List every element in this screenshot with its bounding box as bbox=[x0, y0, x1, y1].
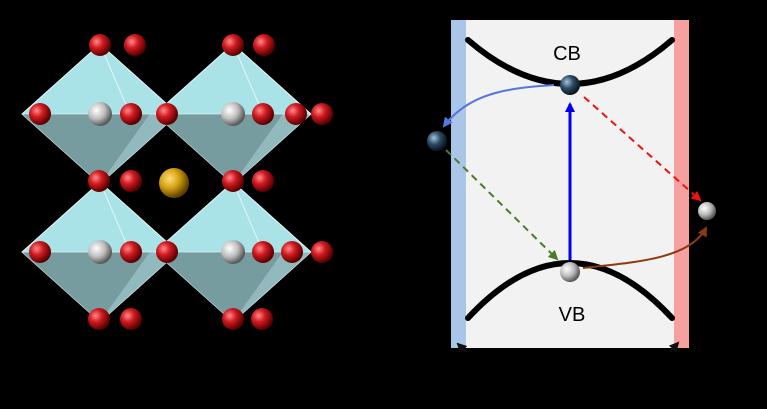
left-contact-layer bbox=[451, 20, 466, 348]
excited-electron bbox=[560, 75, 580, 95]
octahedron-shadow-facet bbox=[155, 114, 283, 184]
octahedron-side-facet bbox=[233, 252, 311, 322]
conduction-band-label: CB bbox=[553, 43, 581, 65]
oxygen-atom bbox=[222, 34, 244, 56]
oxygen-atom bbox=[253, 34, 275, 56]
oxygen-atom bbox=[252, 170, 274, 192]
oxygen-atom bbox=[311, 103, 333, 125]
octahedron-shadow-facet bbox=[22, 114, 150, 184]
oxygen-atom bbox=[89, 34, 111, 56]
right-contact-layer bbox=[674, 20, 689, 348]
octahedron-shadow-facet bbox=[155, 252, 283, 322]
octahedron-side-facet bbox=[100, 114, 178, 184]
octahedron-edge bbox=[99, 43, 131, 115]
oxygen-atom bbox=[281, 241, 303, 263]
octahedron-edge bbox=[232, 181, 264, 253]
octahedron-edge bbox=[232, 43, 264, 115]
oxygen-atom bbox=[120, 308, 142, 330]
oxygen-atom bbox=[285, 103, 307, 125]
valence-band-label: VB bbox=[559, 304, 586, 326]
octahedron-side-facet bbox=[233, 114, 311, 184]
oxygen-atom bbox=[252, 241, 274, 263]
hole-in-valence-band bbox=[560, 262, 580, 282]
oxygen-atom bbox=[156, 241, 178, 263]
hole-extraction-arrow bbox=[582, 226, 707, 269]
oxygen-atom bbox=[222, 170, 244, 192]
electron-extraction-arrow bbox=[442, 84, 555, 128]
oxygen-atom bbox=[222, 308, 244, 330]
oxygen-atom bbox=[124, 34, 146, 56]
oxygen-atom bbox=[88, 170, 110, 192]
oxygen-atom bbox=[120, 103, 142, 125]
oxygen-atom bbox=[29, 103, 51, 125]
band-diagram: CB VB bbox=[427, 20, 716, 354]
perovskite-structure bbox=[21, 34, 333, 330]
a-site-atom bbox=[159, 168, 189, 198]
oxygen-atom bbox=[251, 308, 273, 330]
electron-recombination-arrow bbox=[445, 149, 559, 261]
b-site-atom bbox=[88, 240, 112, 264]
octahedron-edge bbox=[99, 181, 131, 253]
oxygen-atom bbox=[311, 241, 333, 263]
b-site-atom bbox=[221, 240, 245, 264]
extracted-electron bbox=[427, 131, 447, 151]
b-site-atom bbox=[88, 102, 112, 126]
left-corner-arrow bbox=[456, 342, 468, 354]
hole-recombination-arrow bbox=[583, 96, 702, 202]
oxygen-atom bbox=[120, 170, 142, 192]
b-site-atom bbox=[221, 102, 245, 126]
oxygen-atom bbox=[120, 241, 142, 263]
extracted-hole bbox=[698, 202, 716, 220]
right-corner-arrow bbox=[668, 341, 680, 353]
octahedron-side-facet bbox=[100, 252, 178, 322]
oxygen-atom bbox=[29, 241, 51, 263]
oxygen-atom bbox=[88, 308, 110, 330]
oxygen-atom bbox=[252, 103, 274, 125]
octahedron-shadow-facet bbox=[22, 252, 150, 322]
oxygen-atom bbox=[156, 103, 178, 125]
